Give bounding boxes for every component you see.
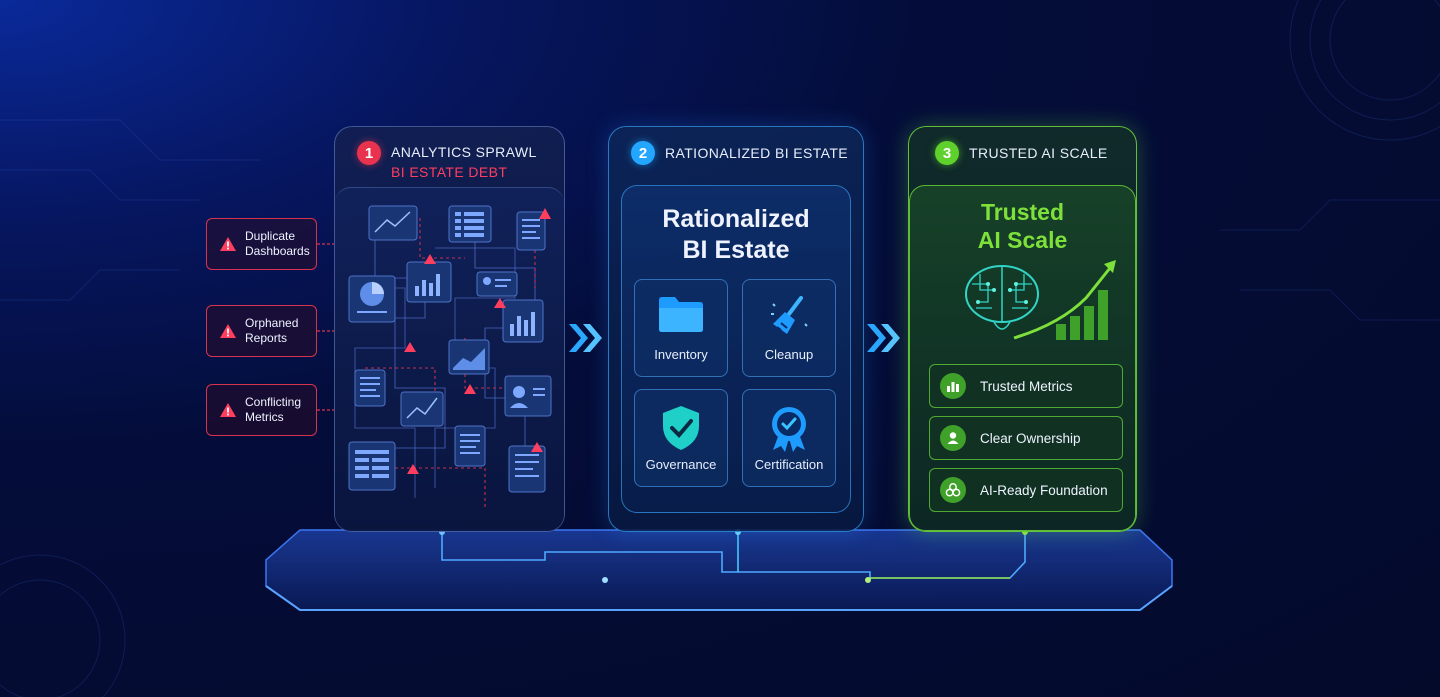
growth-chart-icon (1013, 260, 1116, 340)
line-chart-card-icon (368, 205, 418, 241)
trusted-metrics-item: Trusted Metrics (929, 364, 1123, 408)
bar-chart-icon (940, 373, 966, 399)
stage1-header: 1 ANALYTICS SPRAWL BI ESTATE DEBT (357, 141, 564, 181)
rationalized-card: Rationalized BI Estate Inventory Cleanup… (621, 185, 851, 513)
stage3-header: 3 TRUSTED AI SCALE (935, 141, 1136, 165)
brain-icon (965, 265, 1039, 330)
callout-orphaned-reports: Orphaned Reports (206, 305, 317, 357)
stage1-title: ANALYTICS SPRAWL (391, 144, 537, 160)
step-number-badge: 1 (357, 141, 381, 165)
clear-ownership-item: Clear Ownership (929, 416, 1123, 460)
item-label: AI-Ready Foundation (980, 482, 1108, 498)
pie-chart-card-icon (348, 275, 396, 323)
heading-line: Rationalized (662, 205, 810, 233)
stage1-subtitle: BI ESTATE DEBT (391, 164, 508, 180)
ai-growth-illustration (965, 260, 1116, 340)
stage-trusted-ai-scale: 3 TRUSTED AI SCALE Trusted AI Scale (908, 126, 1137, 532)
tile-inventory: Inventory (634, 279, 728, 377)
ai-ready-foundation-item: AI-Ready Foundation (929, 468, 1123, 512)
step-number-badge: 2 (631, 141, 655, 165)
table-card-icon (348, 441, 396, 491)
table-card-icon (448, 205, 492, 243)
bar-chart-card-icon (406, 261, 452, 303)
user-card-icon (476, 271, 518, 297)
document-card-icon (516, 211, 546, 251)
trusted-ai-card: Trusted AI Scale Trusted Metri (909, 185, 1136, 531)
tile-cleanup: Cleanup (742, 279, 836, 377)
tile-label: Certification (754, 457, 824, 472)
sprawl-network-diagram (348, 205, 552, 508)
heading-line: BI Estate (682, 236, 790, 264)
stage-analytics-sprawl: 1 ANALYTICS SPRAWL BI ESTATE DEBT (334, 126, 565, 532)
warning-icon (220, 237, 236, 251)
stage2-header: 2 RATIONALIZED BI ESTATE (631, 141, 863, 165)
tile-label: Governance (645, 457, 717, 472)
user-icon (940, 425, 966, 451)
network-icon (940, 477, 966, 503)
callout-label: Conflicting Metrics (245, 395, 302, 424)
tile-governance: Governance (634, 389, 728, 487)
certificate-badge-icon (772, 407, 806, 452)
bar-chart-card-icon (502, 299, 544, 343)
warning-icon (220, 403, 236, 417)
chevron-double-right-icon (867, 324, 900, 352)
item-label: Clear Ownership (980, 430, 1081, 446)
chevron-double-right-icon (569, 324, 602, 352)
callout-label: Duplicate Dashboards (245, 229, 310, 258)
broom-icon (771, 296, 808, 334)
heading-line: Trusted (980, 199, 1065, 225)
item-label: Trusted Metrics (980, 378, 1073, 394)
document-card-icon (508, 445, 546, 493)
sprawl-network (335, 187, 564, 531)
document-card-icon (454, 425, 486, 467)
stage3-title: TRUSTED AI SCALE (969, 145, 1108, 161)
shield-check-icon (663, 406, 699, 450)
warning-icon (220, 324, 236, 338)
folder-icon (659, 297, 703, 332)
line-chart-card-icon (400, 391, 444, 427)
stage-rationalized-bi-estate: 2 RATIONALIZED BI ESTATE Rationalized BI… (608, 126, 864, 532)
tile-label: Inventory (654, 347, 708, 362)
trusted-heading: Trusted AI Scale (910, 198, 1135, 254)
step-number-badge: 3 (935, 141, 959, 165)
tile-certification: Certification (742, 389, 836, 487)
document-card-icon (354, 369, 386, 407)
callout-conflicting-metrics: Conflicting Metrics (206, 384, 317, 436)
area-chart-card-icon (448, 339, 490, 375)
rationalized-heading: Rationalized BI Estate (622, 204, 850, 266)
user-profile-card-icon (504, 375, 552, 417)
tile-label: Cleanup (764, 347, 814, 362)
stage2-title: RATIONALIZED BI ESTATE (665, 145, 849, 161)
callout-duplicate-dashboards: Duplicate Dashboards (206, 218, 317, 270)
warning-icon (404, 208, 551, 474)
callout-label: Orphaned Reports (245, 316, 299, 345)
heading-line: AI Scale (977, 227, 1068, 253)
